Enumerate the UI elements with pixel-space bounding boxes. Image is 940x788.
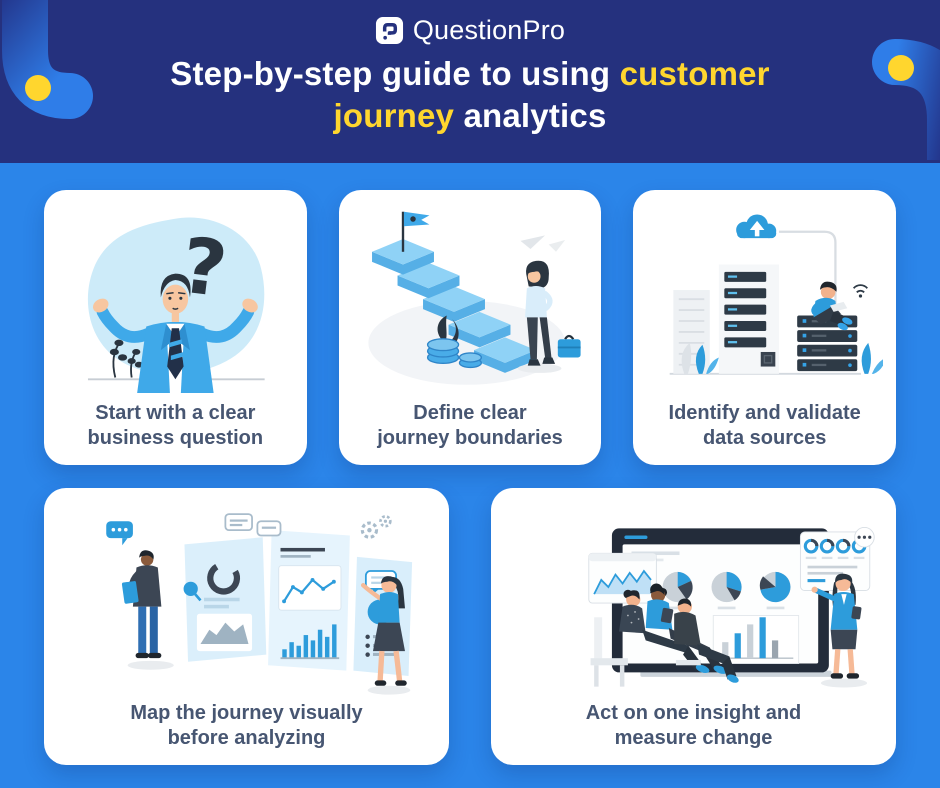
cloud-upload-icon: [736, 214, 777, 239]
dashboard-panels: [183, 513, 412, 676]
leaves-left: [681, 342, 720, 374]
illustration-people-journey-map-boards: [52, 500, 441, 697]
illustration-confused-man-question-mark: ?: [52, 202, 299, 397]
poster-title: Step-by-step guide to using customer jou…: [0, 53, 940, 136]
illustration-servers-cloud-upload: [641, 202, 888, 397]
card-step-3: Identify and validate data sources: [633, 190, 896, 465]
woman-figure: [517, 260, 562, 373]
pointing-woman: [360, 576, 411, 695]
pie-chart-icon: [711, 571, 742, 610]
card-step-4: Map the journey visually before analyzin…: [44, 488, 449, 765]
leaves-right: [861, 342, 884, 374]
presenter-woman: [811, 573, 867, 688]
cards-row-bottom: Map the journey visually before analyzin…: [44, 488, 896, 765]
card-caption: Define clear journey boundaries: [377, 402, 563, 449]
ellipsis-bubble-icon: [853, 527, 875, 548]
card-caption: Identify and validate data sources: [668, 402, 861, 449]
plant-icon: [109, 339, 143, 378]
card-caption: Start with a clear business question: [87, 402, 264, 449]
server-stack: [797, 315, 858, 372]
pie-chart-icon: [662, 571, 693, 610]
gear-icon: [360, 515, 392, 539]
pie-chart-icon: [759, 571, 791, 610]
card-caption: Map the journey visually before analyzin…: [130, 702, 363, 749]
confused-man: [92, 273, 258, 393]
bar-chart-icon: [282, 624, 337, 659]
mini-window-area-chart: [588, 552, 657, 604]
donut-chart-icon: [206, 561, 240, 595]
coins-icon: [426, 315, 482, 369]
paper-plane-icon: [520, 235, 545, 250]
card-step-2: Define clear journey boundaries: [338, 190, 602, 465]
briefcase-icon: [557, 334, 581, 358]
cards-row-top: ?: [44, 190, 896, 465]
brand-logo: QuestionPro: [0, 0, 940, 46]
title-yellow-2: journey: [333, 96, 455, 134]
title-white-1: Step-by-step guide to using: [170, 55, 611, 92]
man-with-clipboard: [106, 521, 174, 670]
card-step-1: ?: [44, 190, 307, 465]
audience-person-3: [673, 598, 739, 683]
illustration-woman-staircase-flag: [347, 202, 594, 397]
title-yellow-1: customer: [619, 55, 770, 92]
wifi-icon: [853, 284, 869, 298]
cards-area: ?: [0, 163, 940, 765]
header: QuestionPro Step-by-step guide to using …: [0, 0, 940, 163]
questionpro-p-icon: [375, 16, 403, 45]
title-white-2: analytics: [463, 96, 607, 134]
card-caption: Act on one insight and measure change: [585, 702, 802, 749]
magnifier-icon: [183, 581, 198, 596]
title-line-2: journey analytics: [0, 95, 940, 137]
illustration-presentation-charts-audience: [499, 500, 888, 697]
audience-seated: [590, 583, 739, 687]
card-step-5: Act on one insight and measure change: [491, 488, 896, 765]
server-tower: [724, 271, 776, 367]
flag-icon: [401, 211, 430, 252]
brand-name: QuestionPro: [412, 15, 566, 45]
title-line-1: Step-by-step guide to using customer: [0, 53, 940, 95]
staircase: [371, 239, 536, 373]
bar-chart-icon: [712, 615, 799, 664]
sitting-man: [811, 281, 853, 331]
